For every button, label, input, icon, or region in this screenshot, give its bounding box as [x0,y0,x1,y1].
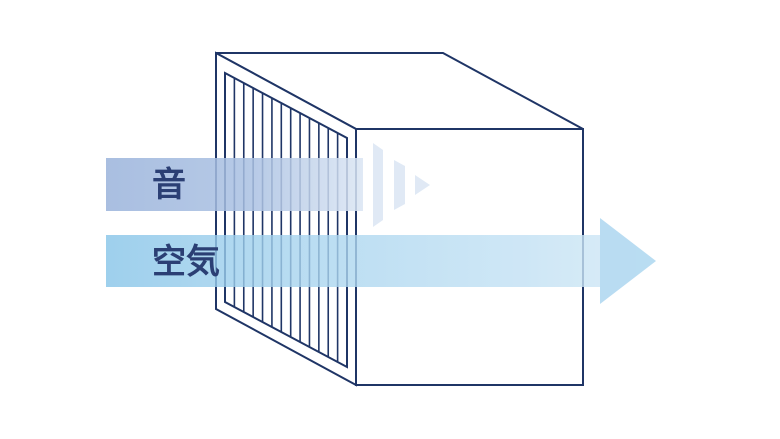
sound-arrow-fragment [373,143,383,227]
air-label: 空気 [152,242,220,282]
sound-arrow-fragment [415,175,430,195]
air-arrow [106,218,656,304]
sound-arrow [106,143,430,227]
cube-left-face [215,51,357,387]
filter-grille [224,71,348,369]
sound-label: 音 [152,165,186,205]
cube [215,51,584,387]
sound-arrow-fragment [394,160,405,210]
